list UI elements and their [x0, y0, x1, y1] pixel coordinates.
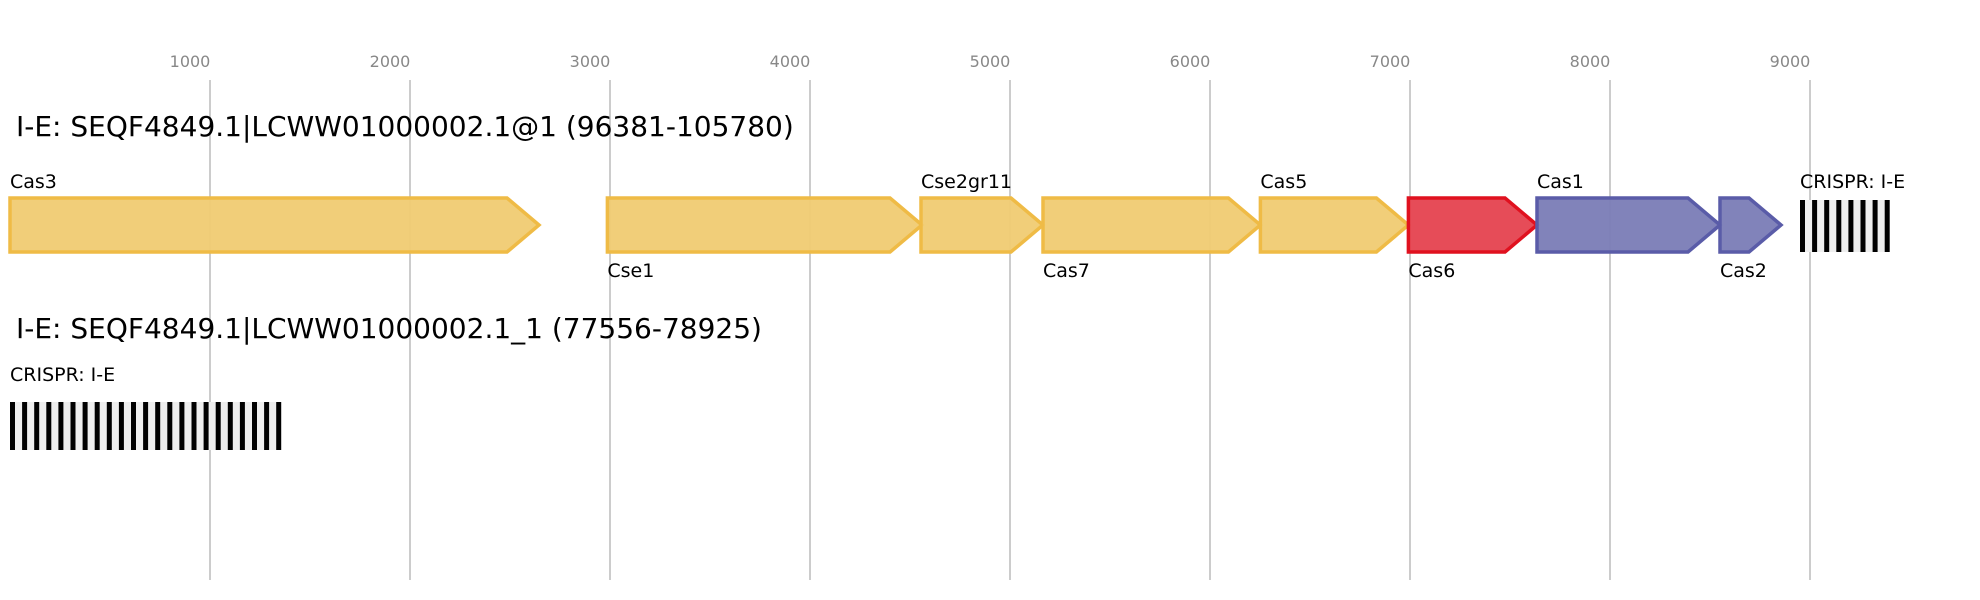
crispr-repeat [239, 402, 245, 450]
crispr-label: CRISPR: I-E [10, 364, 115, 386]
crispr-repeat [10, 402, 15, 450]
axis-tick-label: 1000 [170, 52, 211, 71]
gene-label: Cse1 [607, 260, 654, 282]
crispr-repeat [94, 402, 100, 450]
axis-tick-label: 2000 [370, 52, 411, 71]
crispr-repeat [131, 402, 136, 450]
axis-tick-label: 9000 [1770, 52, 1811, 71]
crispr-repeat [191, 402, 197, 450]
crispr-array[interactable] [10, 402, 282, 450]
crispr-repeat [82, 402, 88, 450]
crispr-repeat [1860, 200, 1866, 252]
crispr-label: CRISPR: I-E [1800, 171, 1905, 193]
gene-cas2[interactable] [1718, 196, 1784, 254]
crispr-repeat [1848, 200, 1854, 252]
crispr-repeat [1800, 200, 1805, 252]
crispr-repeat [22, 402, 28, 450]
gene-label: Cas7 [1043, 260, 1090, 282]
axis-tick-label: 7000 [1370, 52, 1411, 71]
crispr-repeat [252, 402, 257, 450]
gene-cas7[interactable] [1041, 196, 1264, 254]
axis-tick-label: 3000 [570, 52, 611, 71]
gene-cas5[interactable] [1258, 196, 1412, 254]
crispr-repeat [1824, 200, 1830, 252]
crispr-repeat [58, 402, 64, 450]
crispr-repeat [203, 402, 209, 450]
crispr-repeat [46, 402, 52, 450]
crispr-repeat [215, 402, 221, 450]
crispr-repeat [227, 402, 233, 450]
crispr-repeat [106, 402, 112, 450]
crispr-repeat [155, 402, 161, 450]
crispr-repeat [179, 402, 185, 450]
gene-cse1[interactable] [605, 196, 925, 254]
gene-label: Cas6 [1408, 260, 1455, 282]
locus-title-2: I-E: SEQF4849.1|LCWW01000002.1_1 (77556-… [16, 312, 762, 345]
crispr-repeat [1836, 200, 1842, 252]
axis-tick-label: 8000 [1570, 52, 1611, 71]
gene-label: Cas2 [1720, 260, 1767, 282]
crispr-repeat [167, 402, 173, 450]
locus-title-1: I-E: SEQF4849.1|LCWW01000002.1@1 (96381-… [16, 110, 794, 143]
crispr-array[interactable] [1800, 200, 1890, 252]
axis-tick-label: 4000 [770, 52, 811, 71]
gene-cas1[interactable] [1535, 196, 1723, 254]
gene-label: Cas1 [1537, 171, 1584, 193]
crispr-repeat [143, 402, 149, 450]
crispr-repeat [1884, 200, 1890, 252]
crispr-repeat [264, 402, 270, 450]
crispr-repeat [70, 402, 76, 450]
gene-label: Cse2gr11 [921, 171, 1012, 193]
gene-cse2gr11[interactable] [919, 196, 1046, 254]
gene-label: Cas5 [1260, 171, 1307, 193]
gene-cas3[interactable] [8, 196, 542, 254]
axis-tick-label: 5000 [970, 52, 1011, 71]
crispr-repeat [276, 402, 282, 450]
gene-label: Cas3 [10, 171, 57, 193]
crispr-repeat [118, 402, 124, 450]
crispr-repeat [1812, 200, 1818, 252]
gene-cas6[interactable] [1406, 196, 1540, 254]
axis-tick-label: 6000 [1170, 52, 1211, 71]
crispr-repeat [1872, 200, 1878, 252]
crispr-repeat [34, 402, 40, 450]
